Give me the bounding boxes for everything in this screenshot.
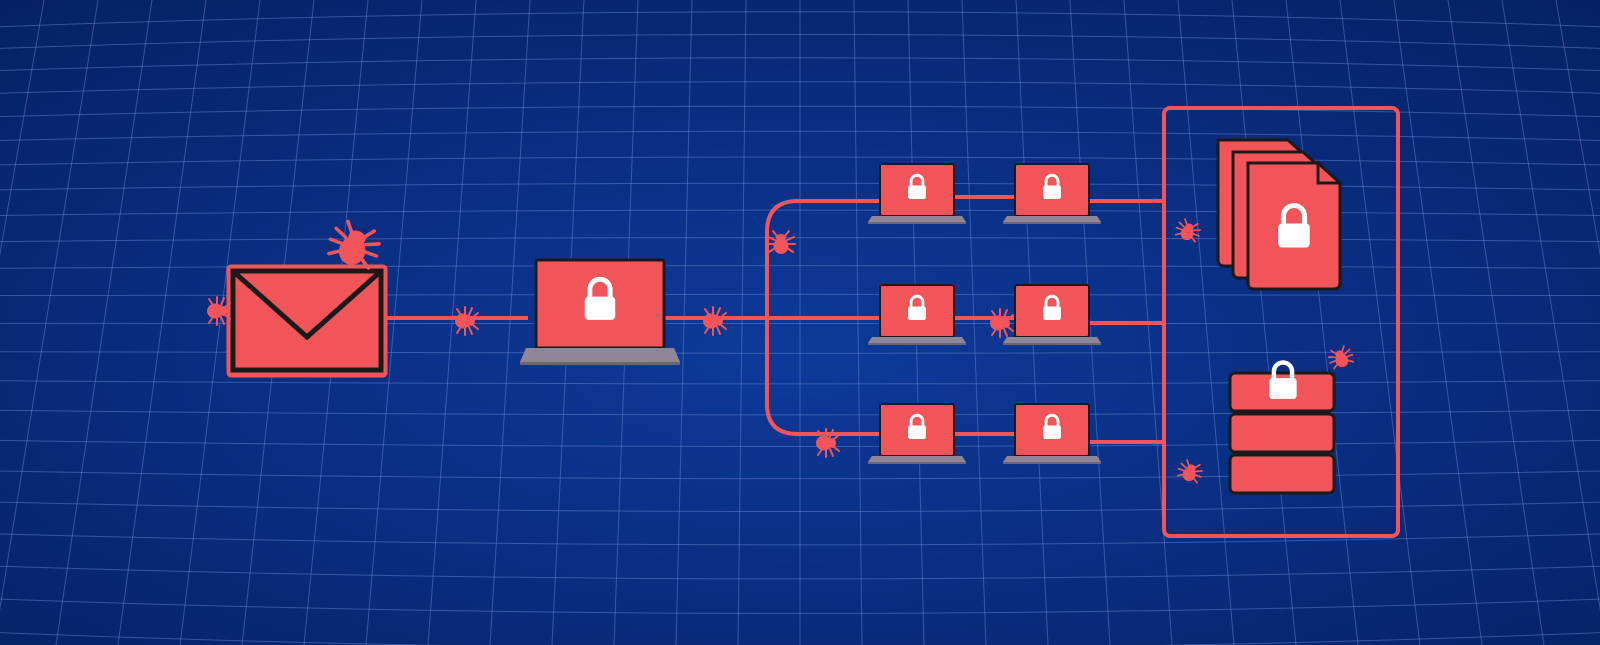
envelope-icon — [228, 266, 386, 376]
laptop-icon — [868, 285, 966, 345]
laptop-icon — [868, 404, 966, 464]
laptop-icon — [1003, 285, 1101, 345]
database-icon — [1230, 363, 1334, 494]
laptop-icon — [1003, 404, 1101, 464]
laptop-icon — [868, 164, 966, 224]
central-laptop-icon — [520, 260, 680, 365]
laptop-icon — [1003, 164, 1101, 224]
